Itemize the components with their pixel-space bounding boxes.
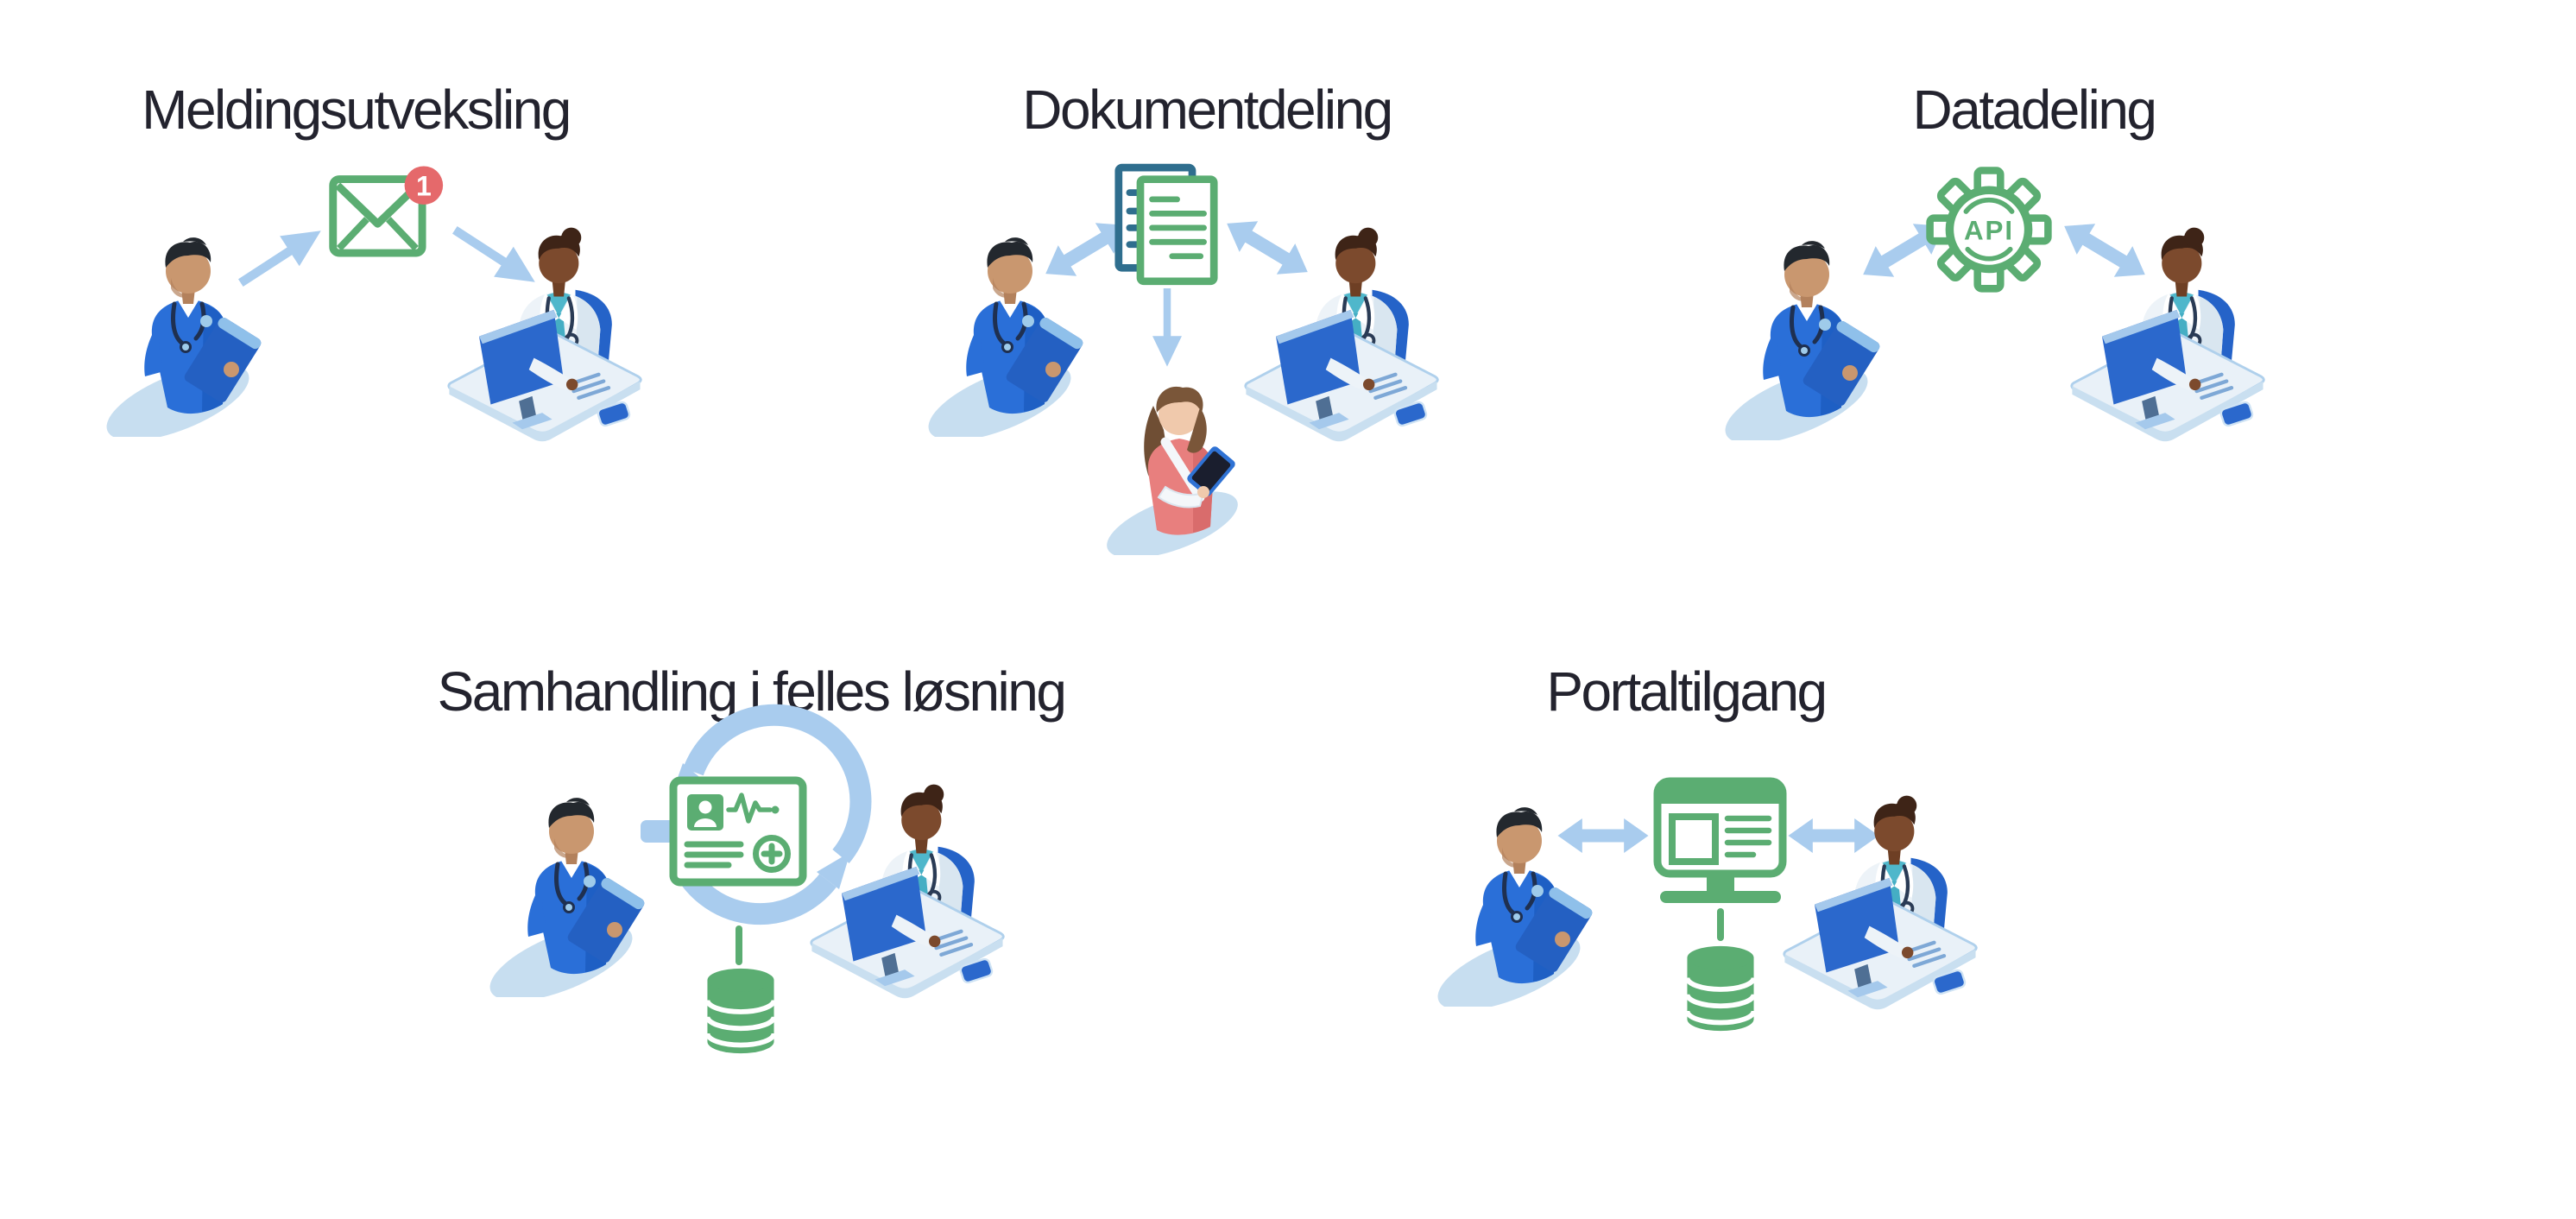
svg-text:1: 1 [416,170,432,201]
svg-text:API: API [1964,215,2014,245]
doctor-at-workstation-illustration [799,764,1014,1006]
panel-title: Portaltilgang [1546,660,1828,723]
doctor-at-workstation-illustration [436,207,652,449]
doctor-at-workstation-illustration [2059,207,2275,449]
panel-samhandling-i-felles-losning: Samhandling i felles løsning [380,656,1088,1071]
notification-badge: 1 [404,166,444,205]
panel-datadeling: Datadeling API [1692,60,2314,483]
patient-with-phone-illustration [1103,369,1267,555]
double-arrow-icon [1556,814,1651,857]
shared-documents-icon [1114,163,1218,286]
api-gear-icon: API [1926,167,2052,293]
nurse-with-tablet-illustration [485,781,658,997]
panel-dokumentdeling: Dokumentdeling [906,60,1519,578]
panel-portaltilgang: Portaltilgang [1381,656,2089,1071]
envelope-notification-icon: 1 [329,166,444,257]
panel-title: Datadeling [1912,79,2158,141]
portal-monitor-icon [1653,777,1787,1041]
down-arrow-icon [1146,288,1189,368]
shared-record-cycle-icon [641,704,872,925]
panel-title: Meldingsutveksling [142,79,571,141]
database-icon [696,925,786,1064]
health-record-card-icon [669,776,807,887]
panel-meldingsutveksling: Meldingsutveksling 1 [78,60,682,492]
database-icon [1687,946,1753,1031]
doctor-at-workstation-illustration [1771,775,1987,1017]
panel-title: Dokumentdeling [1022,79,1393,141]
